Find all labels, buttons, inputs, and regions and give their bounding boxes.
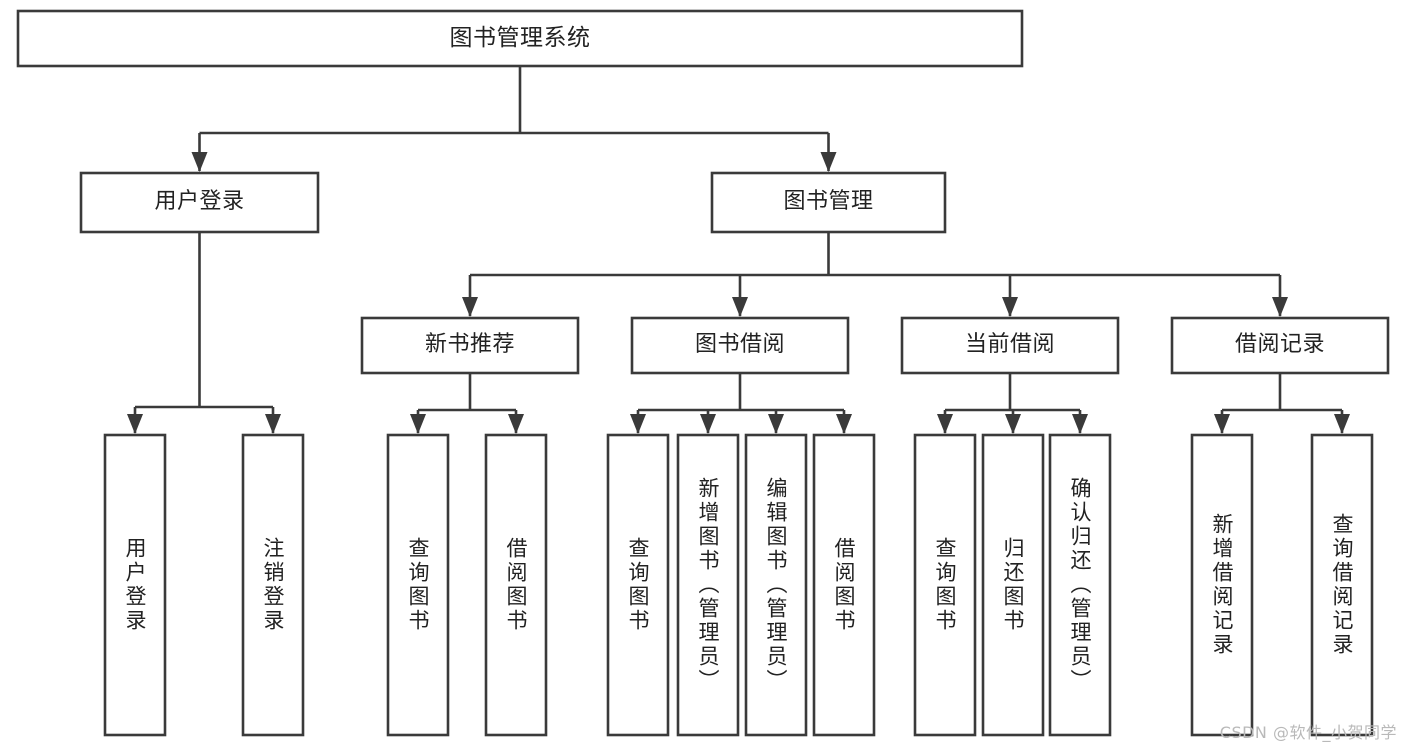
node-user-login[interactable] (79, 171, 320, 234)
arrow-head-icon-new-book-recommend (462, 297, 478, 317)
node-new-book-recommend[interactable] (360, 316, 580, 375)
arrow-head-icon-leaf-borrow-book-2 (836, 414, 852, 434)
node-leaf-query-book-1[interactable] (386, 433, 450, 737)
arrow-head-icon-leaf-logout (265, 414, 281, 434)
arrow-head-icon-leaf-query-record (1334, 414, 1350, 434)
connector-lines (127, 66, 1350, 434)
watermark-text: CSDN @软件_小贺同学 (1219, 723, 1397, 742)
node-leaf-edit-book[interactable] (744, 433, 808, 737)
node-leaf-user-login[interactable] (103, 433, 167, 737)
arrow-head-icon-user-login (191, 152, 208, 172)
arrow-head-icon-current-borrow (1002, 297, 1018, 317)
node-leaf-query-book-3[interactable] (913, 433, 977, 737)
node-borrow-record[interactable] (1170, 316, 1390, 375)
node-leaf-borrow-book-2[interactable] (812, 433, 876, 737)
arrow-head-icon-borrow-record (1272, 297, 1288, 317)
node-leaf-borrow-book-1[interactable] (484, 433, 548, 737)
arrow-head-icon-book-manage (820, 152, 837, 172)
arrow-head-icon-leaf-borrow-book-1 (508, 414, 524, 434)
arrow-head-icon-leaf-query-book-3 (937, 414, 953, 434)
arrow-head-icon-leaf-user-login (127, 414, 143, 434)
arrow-head-icon-leaf-edit-book (768, 414, 784, 434)
node-shapes (16, 9, 1390, 737)
arrow-head-icon-leaf-confirm-return (1072, 414, 1088, 434)
arrow-head-icon-leaf-add-record (1214, 414, 1230, 434)
node-book-borrow[interactable] (630, 316, 850, 375)
node-leaf-logout[interactable] (241, 433, 305, 737)
node-book-manage[interactable] (710, 171, 947, 234)
node-current-borrow[interactable] (900, 316, 1120, 375)
node-leaf-query-book-2[interactable] (606, 433, 670, 737)
arrow-head-icon-leaf-add-book (700, 414, 716, 434)
node-leaf-query-record[interactable] (1310, 433, 1374, 737)
node-leaf-add-book[interactable] (676, 433, 740, 737)
arrow-head-icon-leaf-return-book (1005, 414, 1021, 434)
arrow-head-icon-leaf-query-book-2 (630, 414, 646, 434)
node-leaf-add-record[interactable] (1190, 433, 1254, 737)
node-root-title[interactable] (16, 9, 1024, 68)
node-leaf-return-book[interactable] (981, 433, 1045, 737)
arrow-head-icon-leaf-query-book-1 (410, 414, 426, 434)
node-leaf-confirm-return[interactable] (1048, 433, 1112, 737)
arrow-head-icon-book-borrow (732, 297, 748, 317)
